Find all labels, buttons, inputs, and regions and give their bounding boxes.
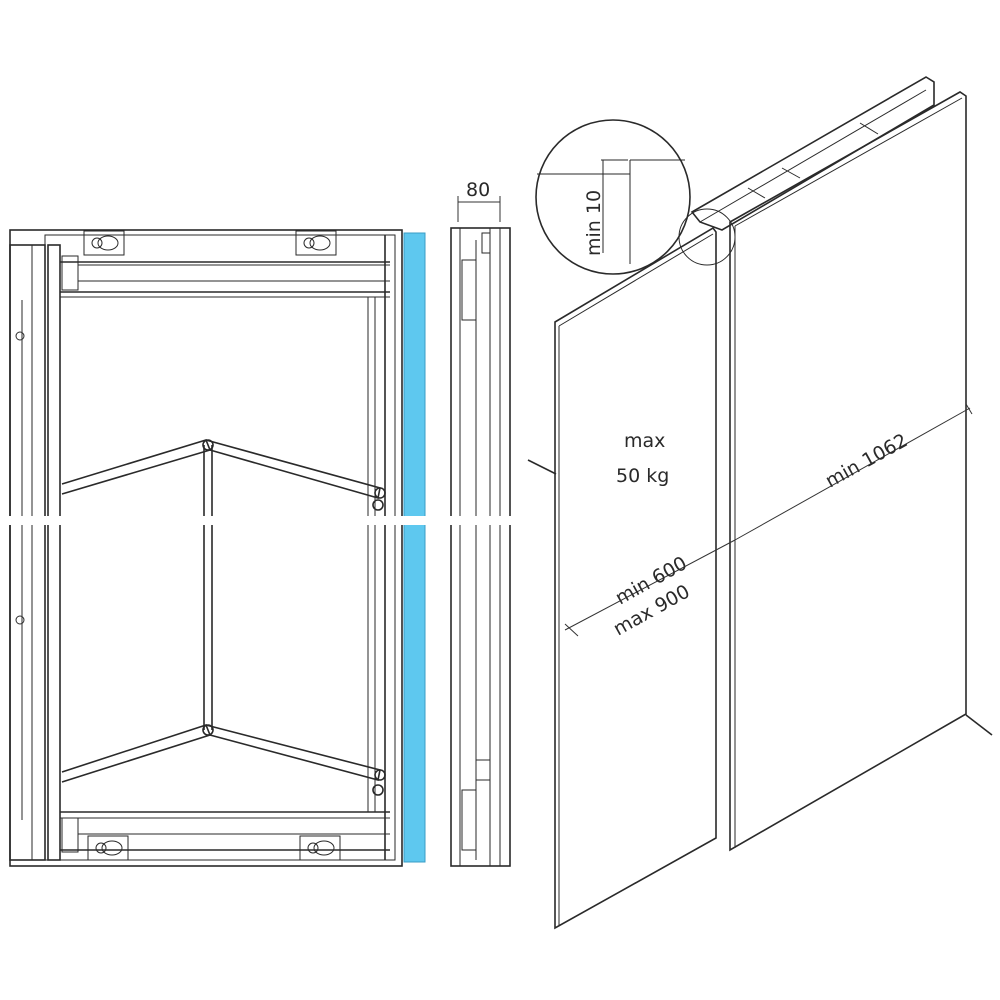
- right-door-panel: [729, 91, 967, 852]
- detail-magnifier: min 10: [535, 119, 691, 275]
- front-view: [9, 229, 426, 867]
- lock-icon: [299, 835, 341, 861]
- blue-edge-strip: [403, 232, 426, 863]
- left-profile: [9, 244, 46, 861]
- lock-icon: [295, 230, 337, 256]
- folding-struts: [15, 331, 386, 796]
- bottom-bracket: [61, 817, 79, 853]
- break-gap: [0, 516, 520, 525]
- min-height-label: min 1062: [822, 429, 912, 492]
- left-door-panel: [554, 226, 717, 930]
- max-weight-line1: max: [624, 430, 665, 452]
- glass-panel: [44, 234, 396, 861]
- top-bracket: [61, 255, 79, 291]
- clearance-label: min 10: [583, 190, 605, 256]
- isometric-view: max 50 kg min 1062 min 600 max 900 min 1…: [527, 76, 993, 930]
- left-stile: [47, 244, 61, 861]
- depth-dimension-label: 80: [466, 179, 490, 201]
- max-weight-line2: 50 kg: [616, 465, 669, 487]
- lock-icon: [87, 835, 129, 861]
- lock-icon: [83, 230, 125, 256]
- side-view: 80: [450, 179, 511, 867]
